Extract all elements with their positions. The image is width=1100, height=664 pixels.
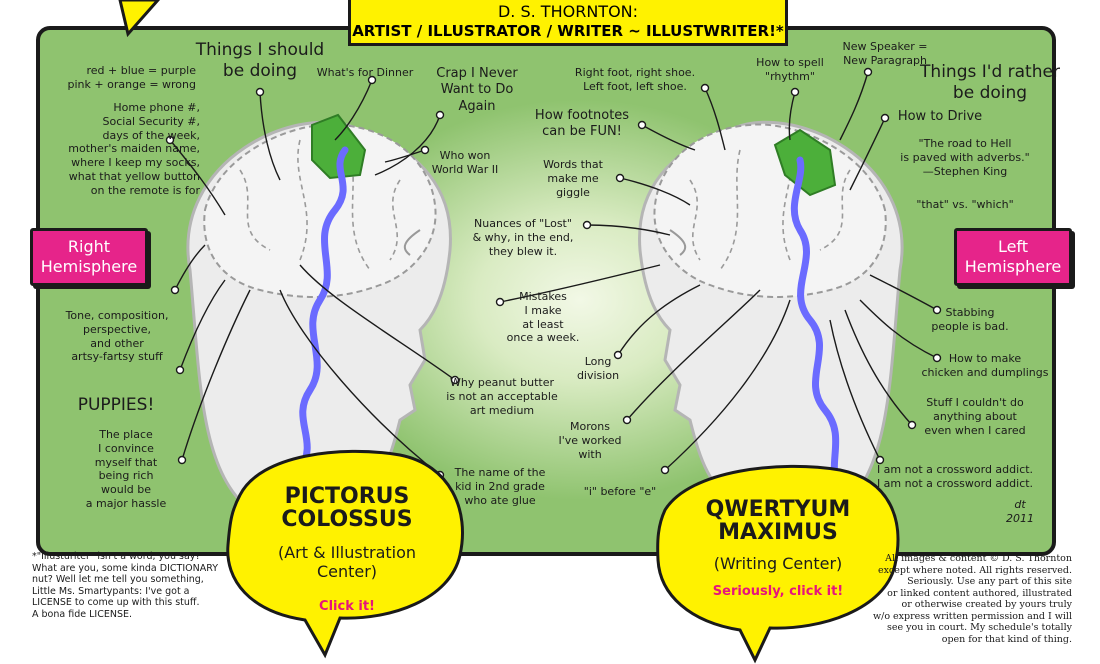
right-hemisphere-label: Right Hemisphere bbox=[30, 228, 148, 286]
note-that-which: "that" vs. "which" bbox=[916, 198, 1014, 211]
note-kid: The name of the kid in 2nd grade who ate… bbox=[454, 466, 546, 507]
note-new-speaker: New Speaker = New Paragraph bbox=[842, 40, 928, 67]
author-tagline: ARTIST / ILLUSTRATOR / WRITER ~ ILLUSTWR… bbox=[352, 22, 784, 40]
writing-squiggle-icon bbox=[790, 156, 849, 504]
note-division: Long division bbox=[576, 355, 620, 382]
note-rather: Things I'd rather be doing bbox=[920, 62, 1060, 104]
footnote-text: *"Illusturiter" isn't a word, you say? W… bbox=[32, 551, 219, 620]
note-peanut: Why peanut butter is not an acceptable a… bbox=[446, 376, 558, 417]
note-giggle: Words that make me giggle bbox=[543, 158, 603, 199]
note-chicken: How to make chicken and dumplings bbox=[921, 352, 1049, 379]
art-click-button[interactable]: Click it! bbox=[319, 599, 375, 614]
note-crap: Crap I Never Want to Do Again bbox=[436, 66, 518, 114]
note-lost: Nuances of "Lost" & why, in the end, the… bbox=[472, 217, 574, 258]
art-squiggle-icon bbox=[296, 146, 349, 474]
writing-center-link[interactable]: QWERTYUM MAXIMUS (Writing Center) Seriou… bbox=[660, 470, 896, 630]
note-footnotes: How footnotes can be FUN! bbox=[534, 108, 630, 140]
note-rhythm: How to spell "rhythm" bbox=[756, 56, 824, 83]
left-hemisphere-label: Left Hemisphere bbox=[954, 228, 1072, 286]
right-head-icon bbox=[186, 113, 452, 512]
artist-signature: dt 2011 bbox=[1006, 498, 1034, 525]
note-should-be-doing: Things I should be doing bbox=[195, 40, 325, 82]
header-banner: D. S. THORNTON: ARTIST / ILLUSTRATOR / W… bbox=[348, 0, 788, 46]
note-mistakes: Mistakes I make at least once a week. bbox=[506, 290, 580, 345]
note-ww2: Who won World War II bbox=[431, 149, 499, 176]
note-adverbs: "The road to Hell is paved with adverbs.… bbox=[900, 137, 1030, 178]
left-head-icon bbox=[638, 120, 904, 512]
note-morons: Morons I've worked with bbox=[558, 420, 622, 461]
note-right-foot: Right foot, right shoe. Left foot, left … bbox=[574, 66, 696, 93]
note-couldnt-do: Stuff I couldn't do anything about even … bbox=[924, 396, 1026, 437]
art-center-subtitle: (Art & Illustration Center) bbox=[277, 543, 417, 582]
note-stabbing: Stabbing people is bad. bbox=[931, 306, 1009, 333]
writing-click-button[interactable]: Seriously, click it! bbox=[712, 584, 844, 599]
author-name: D. S. THORNTON: bbox=[497, 2, 639, 21]
note-home-phone: Home phone #, Social Security #, days of… bbox=[68, 101, 200, 197]
writing-center-title: QWERTYUM MAXIMUS bbox=[705, 497, 851, 546]
copyright-text: All images & content © D. S. Thornton ex… bbox=[872, 553, 1072, 646]
art-center-link[interactable]: PICTORUS COLOSSUS (Art & Illustration Ce… bbox=[232, 455, 462, 620]
note-crossword: I am not a crossword addict. I am not a … bbox=[876, 463, 1034, 490]
note-tone: Tone, composition, perspective, and othe… bbox=[65, 309, 169, 364]
note-dinner: What's for Dinner bbox=[316, 66, 414, 79]
note-i-before-e: "i" before "e" bbox=[583, 485, 657, 498]
note-drive: How to Drive bbox=[897, 109, 983, 124]
note-colors: red + blue = purple pink + orange = wron… bbox=[67, 64, 196, 91]
art-center-title: PICTORUS COLOSSUS bbox=[281, 484, 413, 533]
writing-bubble-shape bbox=[656, 464, 900, 664]
note-puppies: PUPPIES! bbox=[77, 395, 155, 415]
art-bubble-shape bbox=[226, 449, 464, 659]
note-rich: The place I convince myself that being r… bbox=[85, 428, 167, 510]
writing-center-subtitle: (Writing Center) bbox=[713, 554, 843, 573]
